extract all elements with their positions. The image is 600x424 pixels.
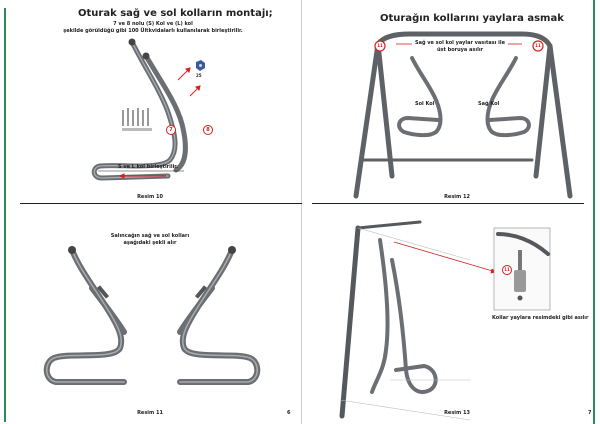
nut-label: 25 <box>196 73 202 78</box>
arms-shape-note-2: aşağıdaki şekli alır <box>123 240 177 246</box>
assembly-subtitle-1: 7 ve 8 nolu (S) Kol ve (L) kol <box>113 21 193 27</box>
assembly-subtitle-2: şekilde görüldüğü gibi 100 Ültkvidalarlı… <box>63 28 243 34</box>
hanging-note-1: Sağ ve sol kol yaylar vasıtası ile <box>414 40 505 46</box>
hanging-title: Oturağın kollarını yaylara asmak <box>380 13 564 24</box>
bolt-set-icon <box>122 108 152 131</box>
marker-11-left: 11 <box>377 43 383 48</box>
marker-11-inset: 11 <box>504 267 510 272</box>
figure-resim-12 <box>353 31 573 199</box>
nut-icon <box>196 60 205 71</box>
left-margin-rule <box>4 8 6 422</box>
assembly-title: Oturak sağ ve sol kolların montajı; <box>78 8 273 19</box>
figure-resim-10 <box>91 38 213 181</box>
right-section-divider <box>312 203 584 204</box>
caption-resim-13: Resim 13 <box>444 410 470 416</box>
joined-label: S ve L kol birleştirilir. <box>118 164 178 170</box>
caption-resim-11: Resim 11 <box>137 410 163 416</box>
spring-hook-icon <box>514 250 526 301</box>
marker-7: 7 <box>169 127 173 133</box>
center-fold <box>301 0 302 424</box>
caption-resim-12: Resim 12 <box>444 194 470 200</box>
marker-8: 8 <box>206 127 210 133</box>
figure-resim-13 <box>339 220 551 421</box>
arms-shape-note-1: Salıncağın sağ ve sol kolları <box>110 233 190 239</box>
marker-11-right: 11 <box>535 43 541 48</box>
figure-resim-11 <box>43 246 261 385</box>
right-arm-label: Sağ Kol <box>478 101 500 107</box>
left-arm-label: Sol Kol <box>415 101 435 107</box>
hanging-note-2: üst boruya asılır <box>436 47 484 53</box>
left-section-divider <box>20 203 302 204</box>
right-margin-rule <box>593 0 595 424</box>
inset-note: Kollar yaylara resimdeki gibi asılır <box>492 315 589 321</box>
page-number-right: 7 <box>588 410 592 416</box>
page-number-left: 6 <box>287 410 291 416</box>
caption-resim-10: Resim 10 <box>137 194 163 200</box>
